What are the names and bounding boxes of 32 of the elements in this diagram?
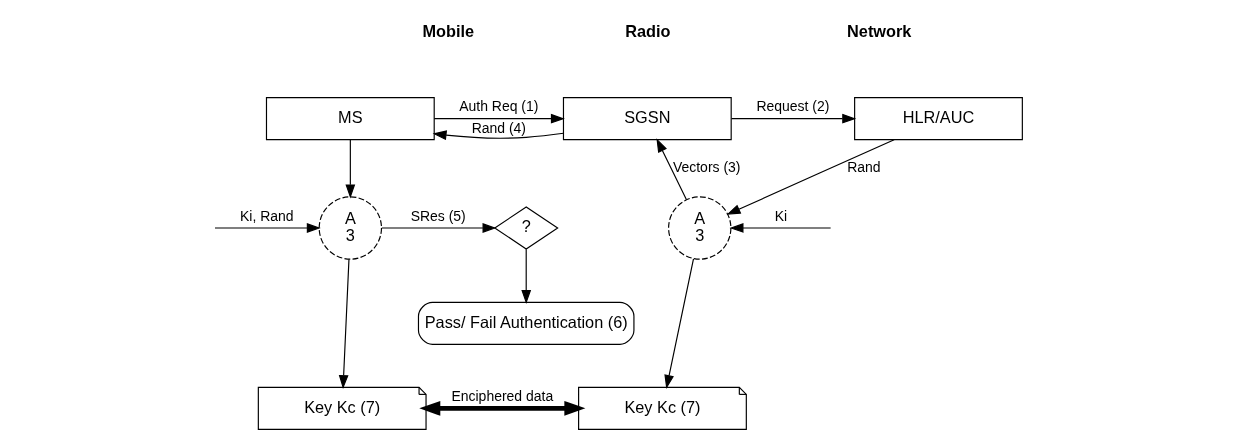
edge-label: SRes (5) [410,207,466,224]
arrow [433,113,565,124]
edge-label: Request (2) [755,98,829,115]
label: Network [846,21,911,40]
node-box: Pass/ Fail Authentication (6) [417,301,634,345]
node-box: HLR/AUC [853,97,1023,141]
node-diamond: ? [493,206,559,250]
arrow [338,258,350,390]
node-circle: A 3 [318,196,382,260]
arrow [418,401,585,416]
edge-label: Auth Req (1) [458,98,538,115]
arrow [663,258,694,389]
edge-label: Rand [846,158,881,175]
arrow [344,139,355,199]
arrow [380,223,496,233]
label: Mobile [422,21,474,40]
arrow [213,223,321,233]
edge-label: Vectors (3) [672,158,740,175]
node-box: SGSN [562,97,732,141]
arrow [655,138,687,201]
node-circle: A 3 [667,196,731,260]
arrow [432,130,564,141]
node-box: MS [265,97,435,141]
arrow [730,113,856,124]
arrow [729,223,831,233]
label: Radio [624,21,670,40]
edge-label: Rand (4) [471,120,526,137]
edge-label: Ki [774,207,787,224]
edge-label: Ki, Rand [239,207,294,224]
arrow [726,139,895,215]
arrow [520,248,531,305]
edge-label: Enciphered data [450,387,553,404]
